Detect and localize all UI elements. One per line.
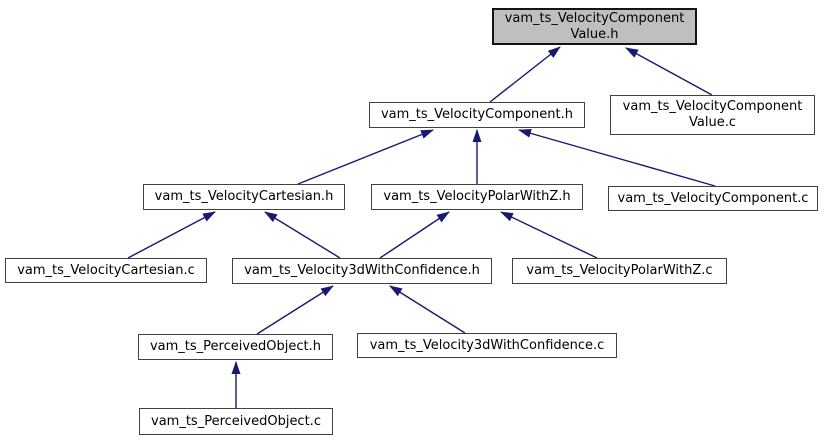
node-label: vam_ts_PerceivedObject.h xyxy=(149,339,322,354)
edge-vam_ts_Velocity3dWithConfidence_h-to-vam_ts_VelocityCartesian_h xyxy=(264,211,341,259)
node-vam_ts_VelocityCartesian_c[interactable]: vam_ts_VelocityCartesian.c xyxy=(5,258,207,283)
node-vam_ts_VelocityComponent_h[interactable]: vam_ts_VelocityComponent.h xyxy=(369,102,585,128)
edge-vam_ts_PerceivedObject_h-to-vam_ts_Velocity3dWithConfidence_h xyxy=(256,285,334,335)
edge-vam_ts_VelocityCartesian_c-to-vam_ts_VelocityCartesian_h xyxy=(127,211,216,259)
node-label: Value.c xyxy=(689,115,736,130)
node-vam_ts_VelocityPolarWithZ_h[interactable]: vam_ts_VelocityPolarWithZ.h xyxy=(371,184,583,210)
node-vam_ts_VelocityPolarWithZ_c[interactable]: vam_ts_VelocityPolarWithZ.c xyxy=(512,258,727,284)
node-label: vam_ts_VelocityComponent.c xyxy=(617,190,809,206)
node-label: vam_ts_VelocityPolarWithZ.h xyxy=(383,189,571,204)
edge-group xyxy=(127,46,716,408)
node-vam_ts_PerceivedObject_h[interactable]: vam_ts_PerceivedObject.h xyxy=(138,334,333,360)
node-vam_ts_VelocityCartesian_h[interactable]: vam_ts_VelocityCartesian.h xyxy=(143,184,345,210)
edge-vam_ts_Velocity3dWithConfidence_c-to-vam_ts_Velocity3dWithConfidence_h xyxy=(389,285,466,334)
edge-vam_ts_VelocityPolarWithZ_c-to-vam_ts_VelocityPolarWithZ_h xyxy=(500,211,598,259)
node-vam_ts_PerceivedObject_c[interactable]: vam_ts_PerceivedObject.c xyxy=(139,408,333,435)
node-label: vam_ts_VelocityCartesian.h xyxy=(154,189,334,204)
node-label: vam_ts_VelocityComponent xyxy=(504,10,685,26)
node-label: Value.h xyxy=(570,26,619,42)
edge-vam_ts_VelocityComponentValue_c-to-vam_ts_VelocityComponentValue_h xyxy=(625,47,713,96)
edge-vam_ts_Velocity3dWithConfidence_h-to-vam_ts_VelocityPolarWithZ_h xyxy=(379,211,450,259)
node-label: vam_ts_PerceivedObject.c xyxy=(151,413,321,429)
node-vam_ts_Velocity3dWithConfidence_c[interactable]: vam_ts_Velocity3dWithConfidence.c xyxy=(357,333,617,358)
edge-vam_ts_VelocityComponent_h-to-vam_ts_VelocityComponentValue_h xyxy=(489,46,561,103)
edge-vam_ts_VelocityComponent_c-to-vam_ts_VelocityComponent_h xyxy=(518,128,716,187)
edge-vam_ts_VelocityCartesian_h-to-vam_ts_VelocityComponent_h xyxy=(297,129,434,185)
node-vam_ts_VelocityComponent_c[interactable]: vam_ts_VelocityComponent.c xyxy=(608,186,818,211)
node-label: vam_ts_VelocityComponent xyxy=(622,99,803,114)
node-label: vam_ts_VelocityPolarWithZ.c xyxy=(526,263,713,278)
node-vam_ts_Velocity3dWithConfidence_h[interactable]: vam_ts_Velocity3dWithConfidence.h xyxy=(232,258,492,284)
node-label: vam_ts_Velocity3dWithConfidence.h xyxy=(244,263,480,278)
node-label: vam_ts_VelocityCartesian.c xyxy=(17,262,195,278)
node-label: vam_ts_VelocityComponent.h xyxy=(380,107,574,122)
node-label: vam_ts_Velocity3dWithConfidence.c xyxy=(369,337,605,353)
